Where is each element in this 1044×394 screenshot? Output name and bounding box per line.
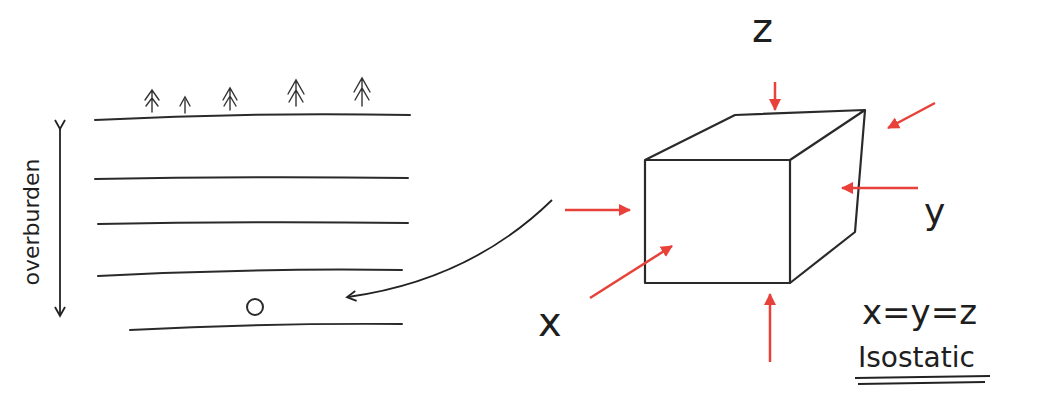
equation-label: x=y=z <box>862 295 977 329</box>
trees <box>145 78 370 113</box>
note-label: Isostatic <box>858 344 975 372</box>
leader-arrow <box>348 200 552 297</box>
axis-label: z <box>752 8 773 48</box>
underline <box>855 376 990 384</box>
cube <box>645 110 865 283</box>
dimension-label: overburden <box>21 158 43 285</box>
axis-label: y <box>924 194 945 230</box>
axis-label: x <box>538 302 562 342</box>
overburden-arrow <box>59 128 61 315</box>
ground-layers <box>95 114 410 330</box>
